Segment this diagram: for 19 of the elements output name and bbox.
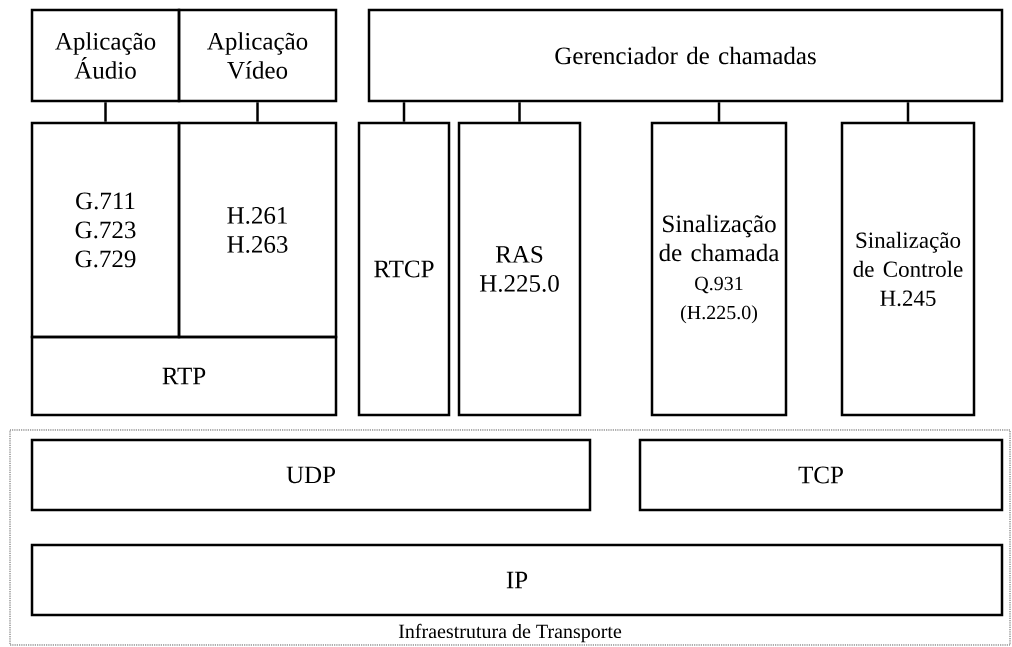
codec-box: H.261 H.263 bbox=[177, 121, 338, 339]
protocol-box: IP bbox=[30, 543, 1004, 617]
protocol-box: RTP bbox=[30, 335, 338, 417]
connector-line bbox=[104, 102, 107, 122]
signaling-box: Sinalização de Controle H.245 bbox=[840, 121, 976, 417]
protocol-box: TCP bbox=[638, 438, 1004, 512]
connector-line bbox=[518, 102, 521, 122]
protocol-box: UDP bbox=[30, 438, 592, 512]
connector-line bbox=[717, 102, 721, 122]
manager-box: Gerenciador de chamadas bbox=[367, 8, 1004, 103]
connector-line bbox=[906, 102, 910, 122]
codec-box: G.711 G.723 G.729 bbox=[30, 121, 181, 339]
signaling-box: Sinalização de chamada Q.931 (H.225.0) bbox=[650, 121, 788, 417]
protocol-box: RAS H.225.0 bbox=[457, 121, 582, 417]
application-box: Aplicação Vídeo bbox=[177, 8, 338, 103]
application-box: Aplicação Áudio bbox=[30, 8, 181, 103]
protocol-box: RTCP bbox=[357, 121, 451, 417]
connector-line bbox=[256, 102, 259, 122]
connector-line bbox=[402, 102, 406, 122]
